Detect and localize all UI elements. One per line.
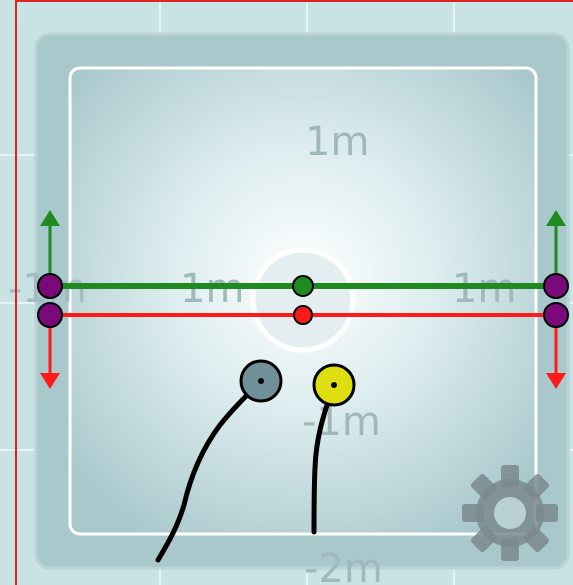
yellow-marker-trail xyxy=(311,382,337,535)
green-center-dot[interactable] xyxy=(292,275,314,297)
center-circle xyxy=(250,247,356,353)
scale-label-bottom-center: -2m xyxy=(304,546,383,585)
blue-grey-marker[interactable] xyxy=(239,359,283,403)
gear-icon[interactable] xyxy=(462,465,558,561)
blue-grey-marker-trail xyxy=(155,379,263,563)
red-line-left-handle[interactable] xyxy=(37,302,63,328)
scale-label-lower-center: -1m xyxy=(302,399,381,445)
green-line-left-handle[interactable] xyxy=(37,273,63,299)
yellow-marker[interactable] xyxy=(312,363,356,407)
scale-label-top: 1m xyxy=(305,119,369,165)
red-line-right-handle[interactable] xyxy=(543,302,569,328)
red-center-dot[interactable] xyxy=(293,305,313,325)
green-line-right-handle[interactable] xyxy=(543,273,569,299)
